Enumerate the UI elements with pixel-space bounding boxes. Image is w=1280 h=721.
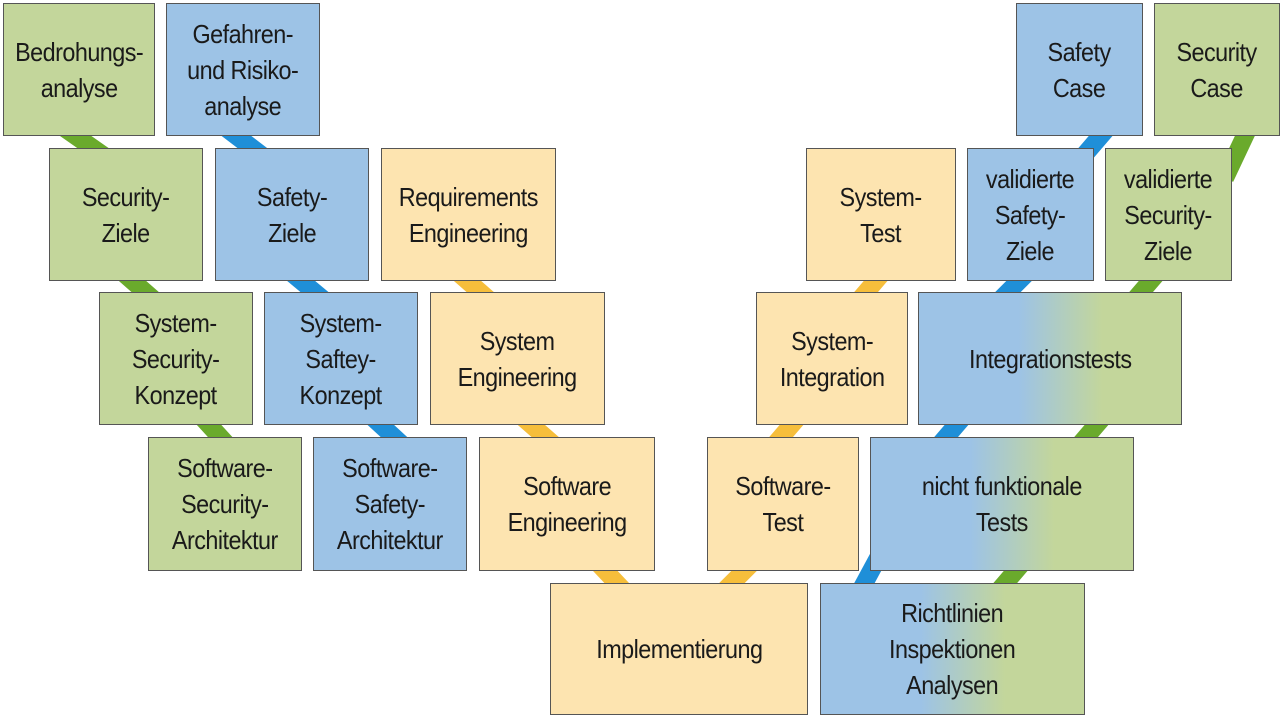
box-bedrohungsanalyse: Bedrohungs- analyse — [3, 3, 155, 136]
box-label: Software- Safety- Architektur — [337, 453, 443, 555]
box-requirements-engineering: Requirements Engineering — [381, 148, 556, 281]
box-system-test: System- Test — [806, 148, 956, 281]
box-label: validierte Security- Ziele — [1124, 163, 1213, 266]
box-validierte-security-ziele: validierte Security- Ziele — [1105, 148, 1232, 281]
box-system-integration: System- Integration — [756, 292, 908, 425]
box-label: System Engineering — [458, 325, 578, 392]
box-label: Integrationstests — [968, 343, 1132, 374]
box-software-test: Software- Test — [707, 437, 859, 571]
box-label: nicht funktionale Tests — [922, 471, 1082, 537]
box-implementierung: Implementierung — [550, 583, 808, 715]
box-label: System- Saftey- Konzept — [299, 307, 383, 410]
box-system-engineering: System Engineering — [430, 292, 605, 425]
box-label: Implementierung — [595, 634, 763, 664]
box-label: Safety Case — [1047, 36, 1112, 103]
box-label: Security- Ziele — [82, 181, 170, 248]
box-software-safety-architektur: Software- Safety- Architektur — [313, 437, 467, 571]
box-label: Software- Test — [735, 471, 831, 537]
box-software-engineering: Software Engineering — [479, 437, 655, 571]
box-gefahren-risikoanalyse: Gefahren- und Risiko- analyse — [166, 3, 320, 136]
box-label: Requirements Engineering — [398, 181, 539, 248]
box-label: Safety- Ziele — [256, 181, 328, 248]
box-richtlinien: Richtlinien Inspektionen Analysen — [820, 583, 1085, 715]
box-label: Security Case — [1176, 36, 1258, 103]
box-safety-ziele: Safety- Ziele — [215, 148, 369, 281]
box-label: Software Engineering — [507, 471, 628, 537]
box-validierte-safety-ziele: validierte Safety- Ziele — [967, 148, 1094, 281]
box-nicht-funktionale-tests: nicht funktionale Tests — [870, 437, 1134, 571]
box-software-security-architektur: Software- Security- Architektur — [148, 437, 302, 571]
box-label: Gefahren- und Risiko- analyse — [187, 18, 299, 121]
box-integrationstests: Integrationstests — [918, 292, 1182, 425]
box-label: Software- Security- Architektur — [172, 453, 278, 555]
box-label: Bedrohungs- analyse — [14, 36, 144, 103]
box-label: System- Security- Konzept — [132, 307, 220, 410]
box-system-security-konzept: System- Security- Konzept — [99, 292, 253, 425]
box-label: System- Integration — [779, 325, 885, 392]
box-label: System- Test — [839, 181, 923, 248]
box-safety-case: Safety Case — [1016, 3, 1143, 136]
box-label: validierte Safety- Ziele — [986, 163, 1075, 266]
box-label: Richtlinien Inspektionen Analysen — [889, 598, 1016, 700]
box-security-ziele: Security- Ziele — [49, 148, 203, 281]
box-security-case: Security Case — [1154, 3, 1280, 136]
box-system-safety-konzept: System- Saftey- Konzept — [264, 292, 418, 425]
